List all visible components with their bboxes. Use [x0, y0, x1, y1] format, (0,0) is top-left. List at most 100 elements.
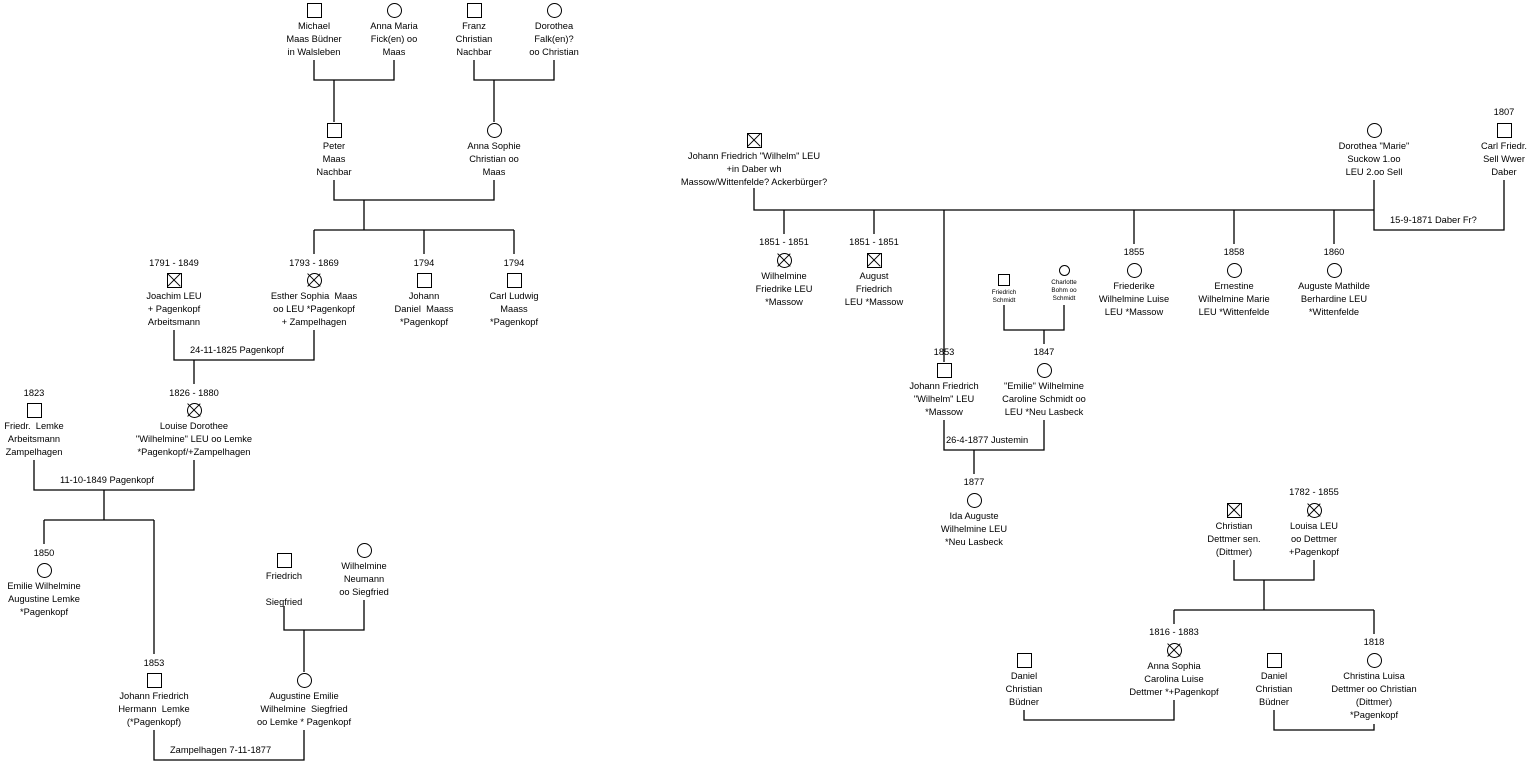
female-circle-icon: [1366, 122, 1382, 138]
female-circle-icon: [486, 122, 502, 138]
louise-dorothee-leu-label: Louise Dorothee "Wilhelmine" LEU oo Lemk…: [135, 421, 253, 457]
peter-maas-label: Peter Maas Nachbar: [316, 141, 352, 177]
ida-leu-years: 1877: [963, 477, 985, 487]
michael-maas-label: Michael Maas Büdner in Walsleben: [286, 21, 342, 57]
charlotte-bohm-label: Charlotte Bohm oo Schmidt: [1051, 279, 1077, 302]
jfw-leu-jun-years: 1853: [933, 347, 955, 357]
male-square-icon: [1226, 502, 1242, 518]
connector-line: [753, 188, 1374, 211]
friedrich-siegfried-label: Friedrich Siegfried: [265, 571, 303, 607]
johann-friedrich-lemke-label: Johann Friedrich Hermann Lemke (*Pagenko…: [118, 691, 190, 727]
emilie-lemke-label: Emilie Wilhelmine Augustine Lemke *Pagen…: [7, 581, 81, 617]
marriage-label-lemke-augustine: Zampelhagen 7-11-1877: [170, 745, 272, 755]
female-circle-icon: [306, 272, 322, 288]
connector-line: [1023, 700, 1175, 721]
joachim-leu-years: 1791 - 1849: [149, 258, 199, 268]
emilie-schmidt-years: 1847: [1033, 347, 1055, 357]
male-square-icon: [866, 252, 882, 268]
friedr-lemke-years: 1823: [23, 388, 45, 398]
friederike-leu-label: Friederike Wilhelmine Luise LEU *Massow: [1098, 281, 1170, 317]
connector-line: [1003, 305, 1065, 331]
jfw-leu-sen-label: Johann Friedrich "Wilhelm" LEU +in Daber…: [680, 151, 828, 187]
female-circle-icon: [1366, 652, 1382, 668]
female-circle-icon: [1326, 262, 1342, 278]
marriage-label-suckow-sell: 15-9-1871 Daber Fr?: [1390, 215, 1477, 225]
anna-sophia-dettmer-years: 1816 - 1883: [1149, 627, 1199, 637]
jfw-leu-jun-label: Johann Friedrich "Wilhelm" LEU *Massow: [909, 381, 979, 417]
daniel-buedner-2-label: Daniel Christian Büdner: [1255, 671, 1293, 707]
connector-line: [313, 60, 395, 81]
male-square-icon: [416, 272, 432, 288]
female-circle-icon: [546, 2, 562, 18]
connector-line: [1233, 560, 1315, 581]
dorothea-suckow-label: Dorothea "Marie" Suckow 1.oo LEU 2.oo Se…: [1338, 141, 1410, 177]
auguste-mathilde-leu-label: Auguste Mathilde Berhardine LEU *Wittenf…: [1298, 281, 1370, 317]
wilhelmine-friedrike-leu-years: 1851 - 1851: [759, 237, 809, 247]
august-friedrich-leu-label: August Friedrich LEU *Massow: [844, 271, 904, 307]
johann-daniel-maass-label: Johann Daniel Maass *Pagenkopf: [394, 291, 454, 327]
male-square-icon: [998, 274, 1010, 286]
carl-friedr-sell-years: 1807: [1493, 107, 1515, 117]
christina-dettmer-label: Christina Luisa Dettmer oo Christian (Di…: [1331, 671, 1417, 720]
female-circle-icon: [386, 2, 402, 18]
male-square-icon: [1496, 122, 1512, 138]
ernestine-leu-years: 1858: [1223, 247, 1245, 257]
wilhelmine-friedrike-leu-label: Wilhelmine Friedrike LEU *Massow: [755, 271, 813, 307]
male-square-icon: [146, 672, 162, 688]
ida-leu-label: Ida Auguste Wilhelmine LEU *Neu Lasbeck: [940, 511, 1008, 547]
louisa-leu-label: Louisa LEU oo Dettmer +Pagenkopf: [1289, 521, 1339, 557]
daniel-buedner-1-label: Daniel Christian Büdner: [1005, 671, 1043, 707]
male-square-icon: [936, 362, 952, 378]
franz-christian-label: Franz Christian Nachbar: [455, 21, 493, 57]
connector-line: [943, 420, 1045, 451]
male-square-icon: [506, 272, 522, 288]
ernestine-leu-label: Ernestine Wilhelmine Marie LEU *Wittenfe…: [1198, 281, 1270, 317]
marriage-label-jfw-emilie: 26-4-1877 Justemin: [946, 435, 1029, 445]
august-friedrich-leu-years: 1851 - 1851: [849, 237, 899, 247]
male-square-icon: [276, 552, 292, 568]
anna-maria-fick-label: Anna Maria Fick(en) oo Maas: [370, 21, 418, 57]
anna-sophie-christian-label: Anna Sophie Christian oo Maas: [467, 141, 521, 177]
friedrich-schmidt-label: Friedrich Schmidt: [991, 289, 1017, 304]
augustine-siegfried-label: Augustine Emilie Wilhelmine Siegfried oo…: [256, 691, 352, 727]
carl-ludwig-maass-years: 1794: [503, 258, 525, 268]
female-circle-icon: [1166, 642, 1182, 658]
male-square-icon: [1016, 652, 1032, 668]
esther-sophia-maas-years: 1793 - 1869: [289, 258, 339, 268]
marriage-label-joachim-esther: 24-11-1825 Pagenkopf: [190, 345, 284, 355]
christina-dettmer-years: 1818: [1363, 637, 1385, 647]
louise-dorothee-leu-years: 1826 - 1880: [169, 388, 219, 398]
female-circle-icon: [1126, 262, 1142, 278]
female-circle-icon: [966, 492, 982, 508]
connector-line: [333, 180, 495, 201]
connector-line: [1373, 180, 1505, 231]
connector-line: [473, 60, 555, 81]
male-square-icon: [326, 122, 342, 138]
connector-line: [283, 600, 365, 631]
female-circle-icon: [186, 402, 202, 418]
wilhelmine-neumann-label: Wilhelmine Neumann oo Siegfried: [339, 561, 389, 597]
christian-dettmer-sen-label: Christian Dettmer sen. (Dittmer): [1207, 521, 1261, 557]
female-circle-icon: [776, 252, 792, 268]
auguste-mathilde-leu-years: 1860: [1323, 247, 1345, 257]
female-circle-icon: [296, 672, 312, 688]
connector-line: [1273, 710, 1375, 731]
male-square-icon: [746, 132, 762, 148]
marriage-label-lemke-louise: 11-10-1849 Pagenkopf: [60, 475, 154, 485]
friederike-leu-years: 1855: [1123, 247, 1145, 257]
emilie-schmidt-label: "Emilie" Wilhelmine Caroline Schmidt oo …: [1002, 381, 1086, 417]
carl-friedr-sell-label: Carl Friedr. Sell Wwer Daber: [1481, 141, 1527, 177]
dorothea-falk-label: Dorothea Falk(en)? oo Christian: [529, 21, 579, 57]
male-square-icon: [466, 2, 482, 18]
johann-daniel-maass-years: 1794: [413, 258, 435, 268]
female-circle-icon: [36, 562, 52, 578]
male-square-icon: [1266, 652, 1282, 668]
joachim-leu-label: Joachim LEU + Pagenkopf Arbeitsmann: [146, 291, 202, 327]
anna-sophia-dettmer-label: Anna Sophia Carolina Luise Dettmer *+Pag…: [1129, 661, 1219, 697]
louisa-leu-years: 1782 - 1855: [1289, 487, 1339, 497]
johann-friedrich-lemke-years: 1853: [143, 658, 165, 668]
male-square-icon: [26, 402, 42, 418]
female-circle-icon: [1226, 262, 1242, 278]
